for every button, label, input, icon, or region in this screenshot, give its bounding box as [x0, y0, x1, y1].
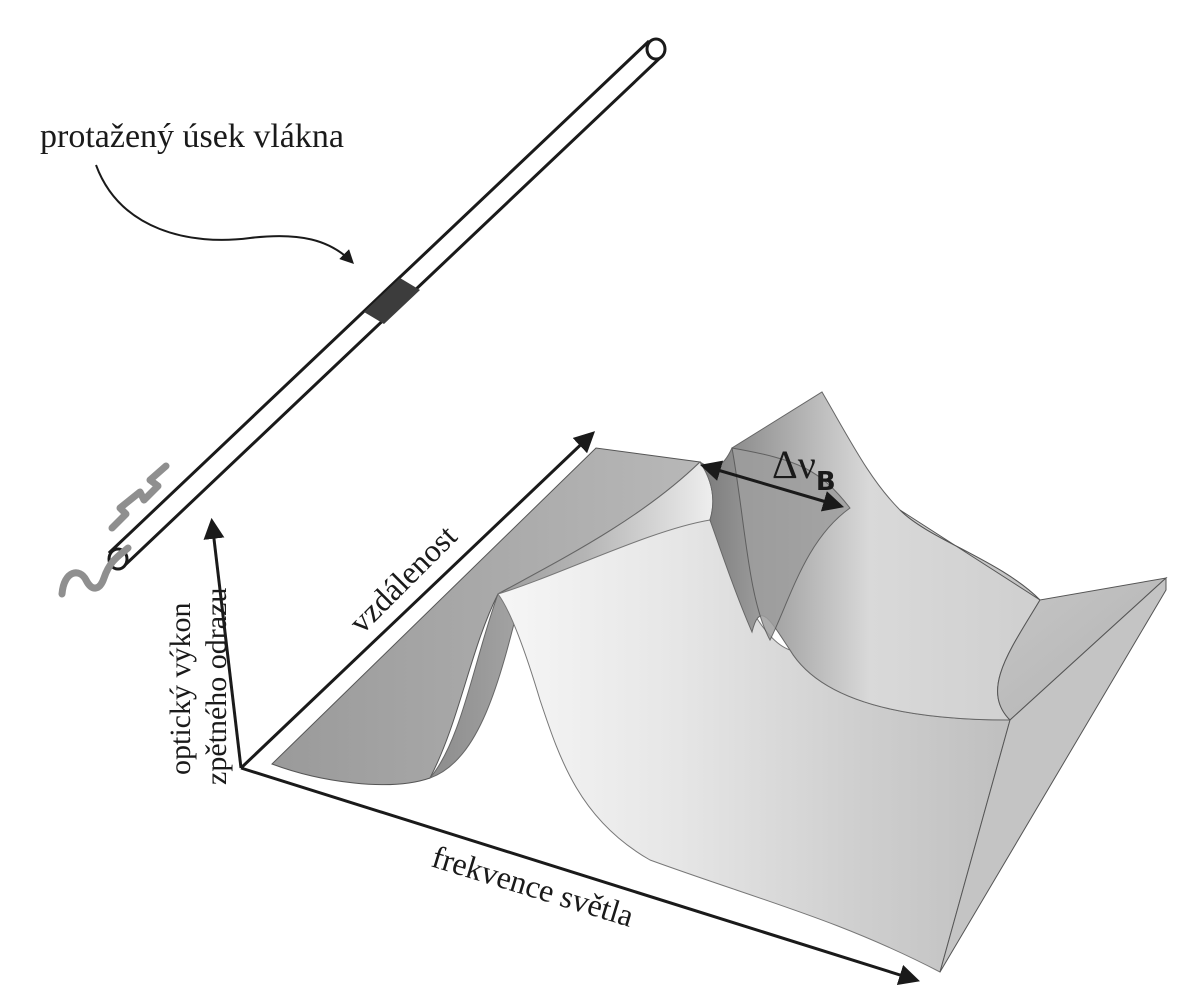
frequency-axis: [240, 766, 921, 985]
bandwidth-arrow: [699, 460, 845, 512]
fiber-section-pointer: [95, 164, 354, 264]
bandwidth-symbol: Δν: [772, 442, 816, 487]
bandwidth-subscript: B: [816, 467, 836, 497]
power-axis-label-line1: optický výkon: [164, 603, 197, 776]
power-axis: [203, 517, 243, 769]
surface-floor-right-edge: [939, 576, 1167, 973]
fiber-end-cap: [645, 37, 667, 61]
distance-axis: [239, 431, 596, 770]
fiber-section-label: protažený úsek vlákna: [40, 118, 344, 155]
axes: [203, 431, 921, 985]
input-signal-icon: [58, 462, 170, 598]
optical-fiber: [58, 37, 667, 598]
bandwidth-label: ΔνB: [772, 442, 836, 497]
fiber-strained-section: [364, 278, 420, 324]
frequency-axis-label: frekvence světla: [428, 838, 638, 933]
spectrum-surface: [271, 391, 1168, 973]
power-axis-label-line2: zpětného odrazu: [200, 588, 233, 785]
